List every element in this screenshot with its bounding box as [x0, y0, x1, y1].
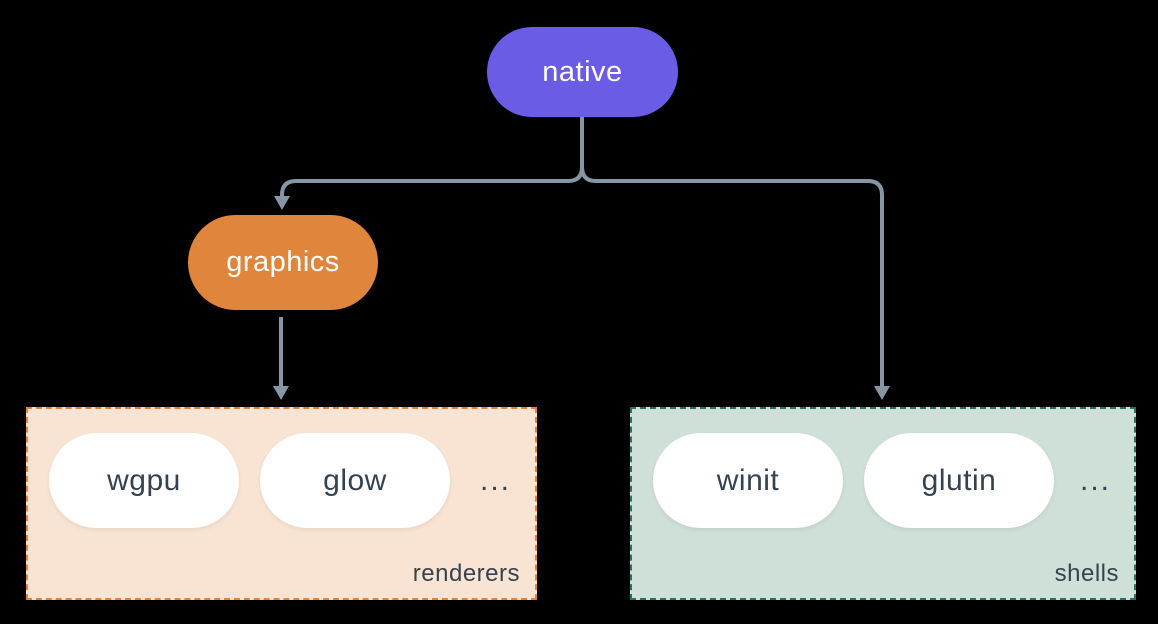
arrowhead-graphics [274, 196, 290, 210]
item-pill-winit: winit [653, 433, 843, 528]
connector-native-to-graphics [280, 117, 584, 198]
group-shells: winit glutin ... shells [630, 407, 1136, 600]
group-label-renderers: renderers [412, 560, 520, 587]
connector-native-to-shells [580, 117, 884, 388]
node-graphics: graphics [188, 215, 378, 310]
arrowhead-renderers [273, 386, 289, 400]
shells-ellipsis: ... [1080, 463, 1112, 497]
node-graphics-label: graphics [226, 246, 340, 278]
item-pill-glutin: glutin [864, 433, 1054, 528]
item-label-glutin: glutin [921, 463, 997, 497]
item-pill-wgpu: wgpu [49, 433, 239, 528]
node-native-label: native [542, 55, 623, 88]
item-label-glow: glow [323, 463, 387, 497]
group-renderers: wgpu glow ... renderers [26, 407, 537, 600]
group-label-shells: shells [1054, 560, 1119, 587]
item-pill-glow: glow [260, 433, 450, 528]
node-native: native [487, 27, 678, 117]
item-label-winit: winit [716, 463, 780, 497]
renderers-ellipsis: ... [480, 463, 512, 497]
arrowhead-shells [874, 386, 890, 400]
item-label-wgpu: wgpu [107, 463, 181, 497]
